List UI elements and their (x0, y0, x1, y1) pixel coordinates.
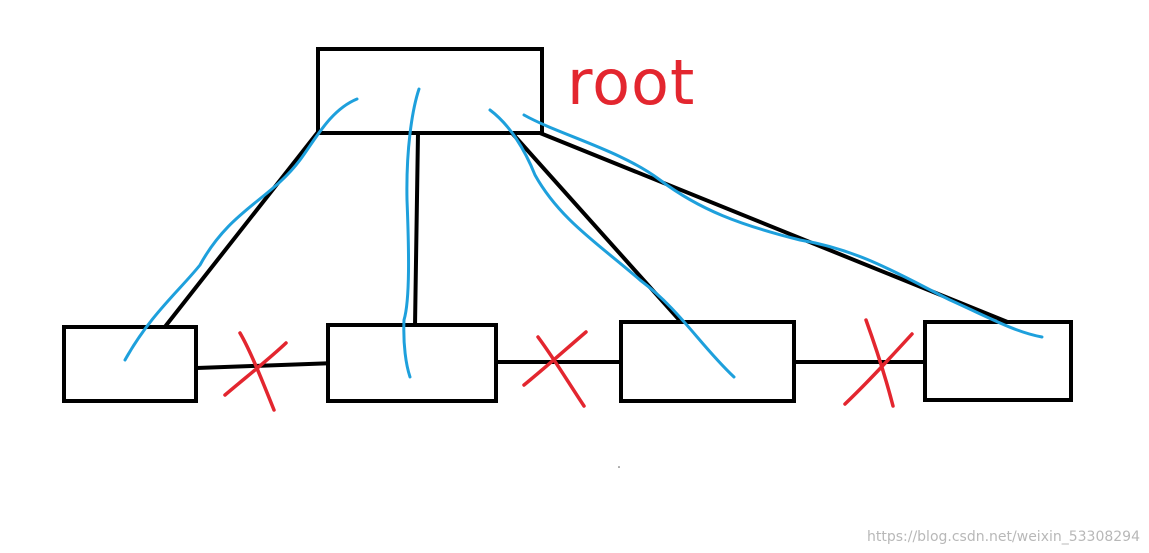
stray-dot (618, 466, 620, 468)
watermark: https://blog.csdn.net/weixin_53308294 (867, 529, 1140, 545)
cross-mark-2 (522, 330, 588, 408)
edge-root-child-1 (162, 130, 320, 330)
highlight-stroke-2 (402, 87, 421, 379)
highlight-stroke-1 (123, 97, 359, 362)
child-node-3 (619, 320, 796, 403)
cross-mark-1 (223, 331, 288, 412)
highlight-stroke-4 (522, 113, 1044, 339)
root-label: root (567, 46, 695, 119)
root-node (316, 47, 544, 135)
child-node-4 (923, 320, 1073, 402)
highlight-stroke-3 (488, 108, 736, 379)
cross-mark-3 (843, 318, 914, 408)
edge-root-child-2 (413, 131, 420, 328)
child-node-2 (326, 323, 498, 403)
link-child-1-child-2 (195, 361, 338, 370)
child-node-1 (62, 325, 198, 403)
